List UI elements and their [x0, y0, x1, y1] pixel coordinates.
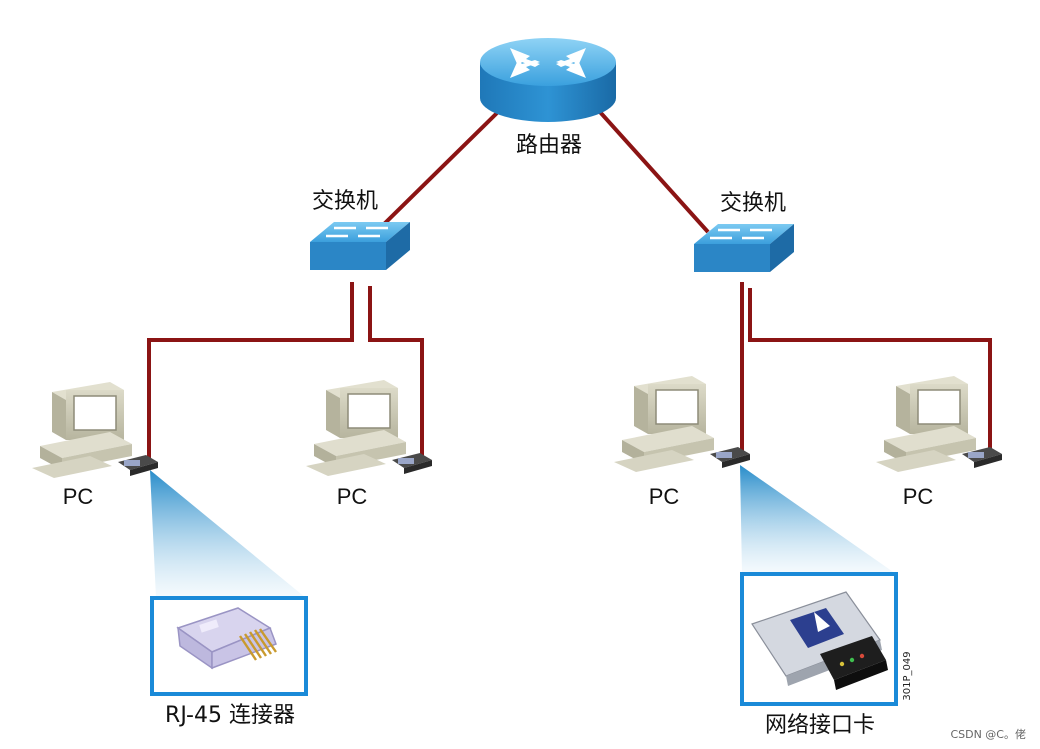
nic-card-icon — [710, 447, 750, 468]
router-label: 路由器 — [516, 133, 582, 158]
desktop-pc-icon — [306, 380, 406, 476]
nic-card-icon — [118, 455, 158, 476]
cable-router-switch-right — [598, 110, 710, 234]
network-interface-card-icon — [751, 591, 888, 690]
pc-1-label: PC — [63, 484, 94, 509]
nic-label: 网络接口卡 — [765, 713, 875, 738]
nic-card-icon — [962, 447, 1002, 468]
switch-left-label: 交换机 — [312, 189, 378, 214]
desktop-pc-icon — [32, 382, 132, 478]
cable-switch-left-pc-1 — [147, 282, 354, 462]
nic-card-icon — [392, 453, 432, 474]
cable-router-switch-left — [374, 110, 500, 234]
pc-2-label: PC — [337, 484, 368, 509]
router-icon — [480, 38, 616, 122]
cable-switch-right-pc-4 — [748, 288, 992, 455]
figure-code: 301P_049 — [902, 651, 913, 700]
cables — [147, 110, 992, 462]
desktop-pc-icon — [614, 376, 714, 472]
switch-right-label: 交换机 — [720, 191, 786, 216]
switch-icon — [310, 222, 410, 270]
switch-icon — [694, 224, 794, 272]
pc-4-label: PC — [903, 484, 934, 509]
rj45-callout-beam — [150, 470, 306, 598]
pc-3-label: PC — [649, 484, 680, 509]
watermark-text: CSDN @C。佬 — [950, 727, 1026, 741]
rj45-label: RJ-45 连接器 — [165, 703, 295, 728]
cable-switch-left-pc-2 — [368, 286, 424, 460]
desktop-pc-icon — [876, 376, 976, 472]
nic-callout-beam — [740, 465, 896, 574]
rj45-connector-icon — [176, 607, 277, 670]
